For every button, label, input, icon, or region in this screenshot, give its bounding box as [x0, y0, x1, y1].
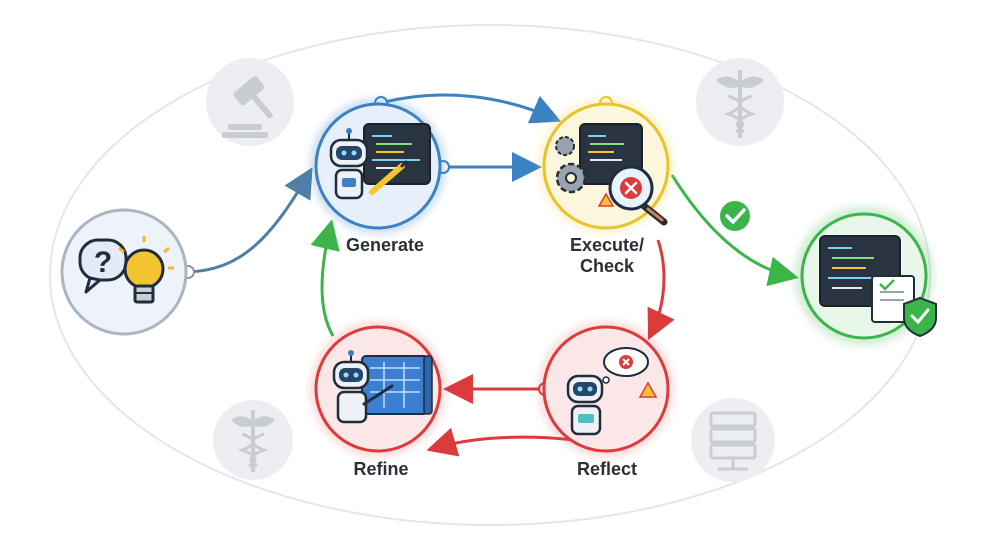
robot-icon — [332, 350, 394, 424]
generate-label-text: Generate — [345, 235, 425, 255]
execute-label-line1: Execute/ — [569, 235, 645, 255]
arrow-execute-to-reflect — [647, 239, 675, 341]
input-node: ? — [60, 208, 188, 336]
warning-icon — [597, 192, 615, 207]
execute-check-label: Execute/ Check — [552, 235, 662, 277]
reflect-label: Reflect — [552, 459, 662, 480]
refine-label: Refine — [326, 459, 436, 480]
caduceus-icon — [213, 400, 293, 480]
execute-label-line2: Check — [579, 256, 635, 276]
warning-icon — [638, 381, 658, 398]
execute-check-node — [538, 98, 674, 234]
refine-node — [310, 321, 446, 457]
blueprint-icon — [361, 355, 433, 415]
check-circle-icon — [720, 201, 750, 231]
arrow-refine-to-generate — [310, 219, 340, 337]
reflect-label-text: Reflect — [576, 459, 638, 479]
arrow-generate-to-execute-top — [380, 93, 562, 124]
server-rack-icon — [691, 398, 775, 482]
output-node — [794, 206, 937, 346]
generate-label: Generate — [330, 235, 440, 256]
arrow-input-to-generate — [187, 167, 313, 274]
gear-icon — [555, 136, 587, 194]
lightbulb-icon — [118, 236, 174, 304]
reflect-node — [538, 321, 674, 457]
shield-check-icon — [903, 296, 937, 338]
refine-label-text: Refine — [353, 459, 409, 479]
robot-icon — [329, 128, 369, 200]
magnifier-error-icon — [608, 165, 668, 226]
robot-icon — [566, 374, 604, 436]
question-icon: ? — [78, 238, 128, 294]
gavel-icon — [206, 58, 294, 146]
caduceus-icon — [696, 58, 784, 146]
pen-icon — [369, 160, 408, 195]
svg-text:?: ? — [94, 246, 112, 279]
arrow-execute-to-output — [670, 174, 799, 287]
code-window-icon — [363, 123, 431, 185]
generate-node — [310, 98, 446, 234]
thought-bubble-error-icon — [602, 347, 649, 384]
